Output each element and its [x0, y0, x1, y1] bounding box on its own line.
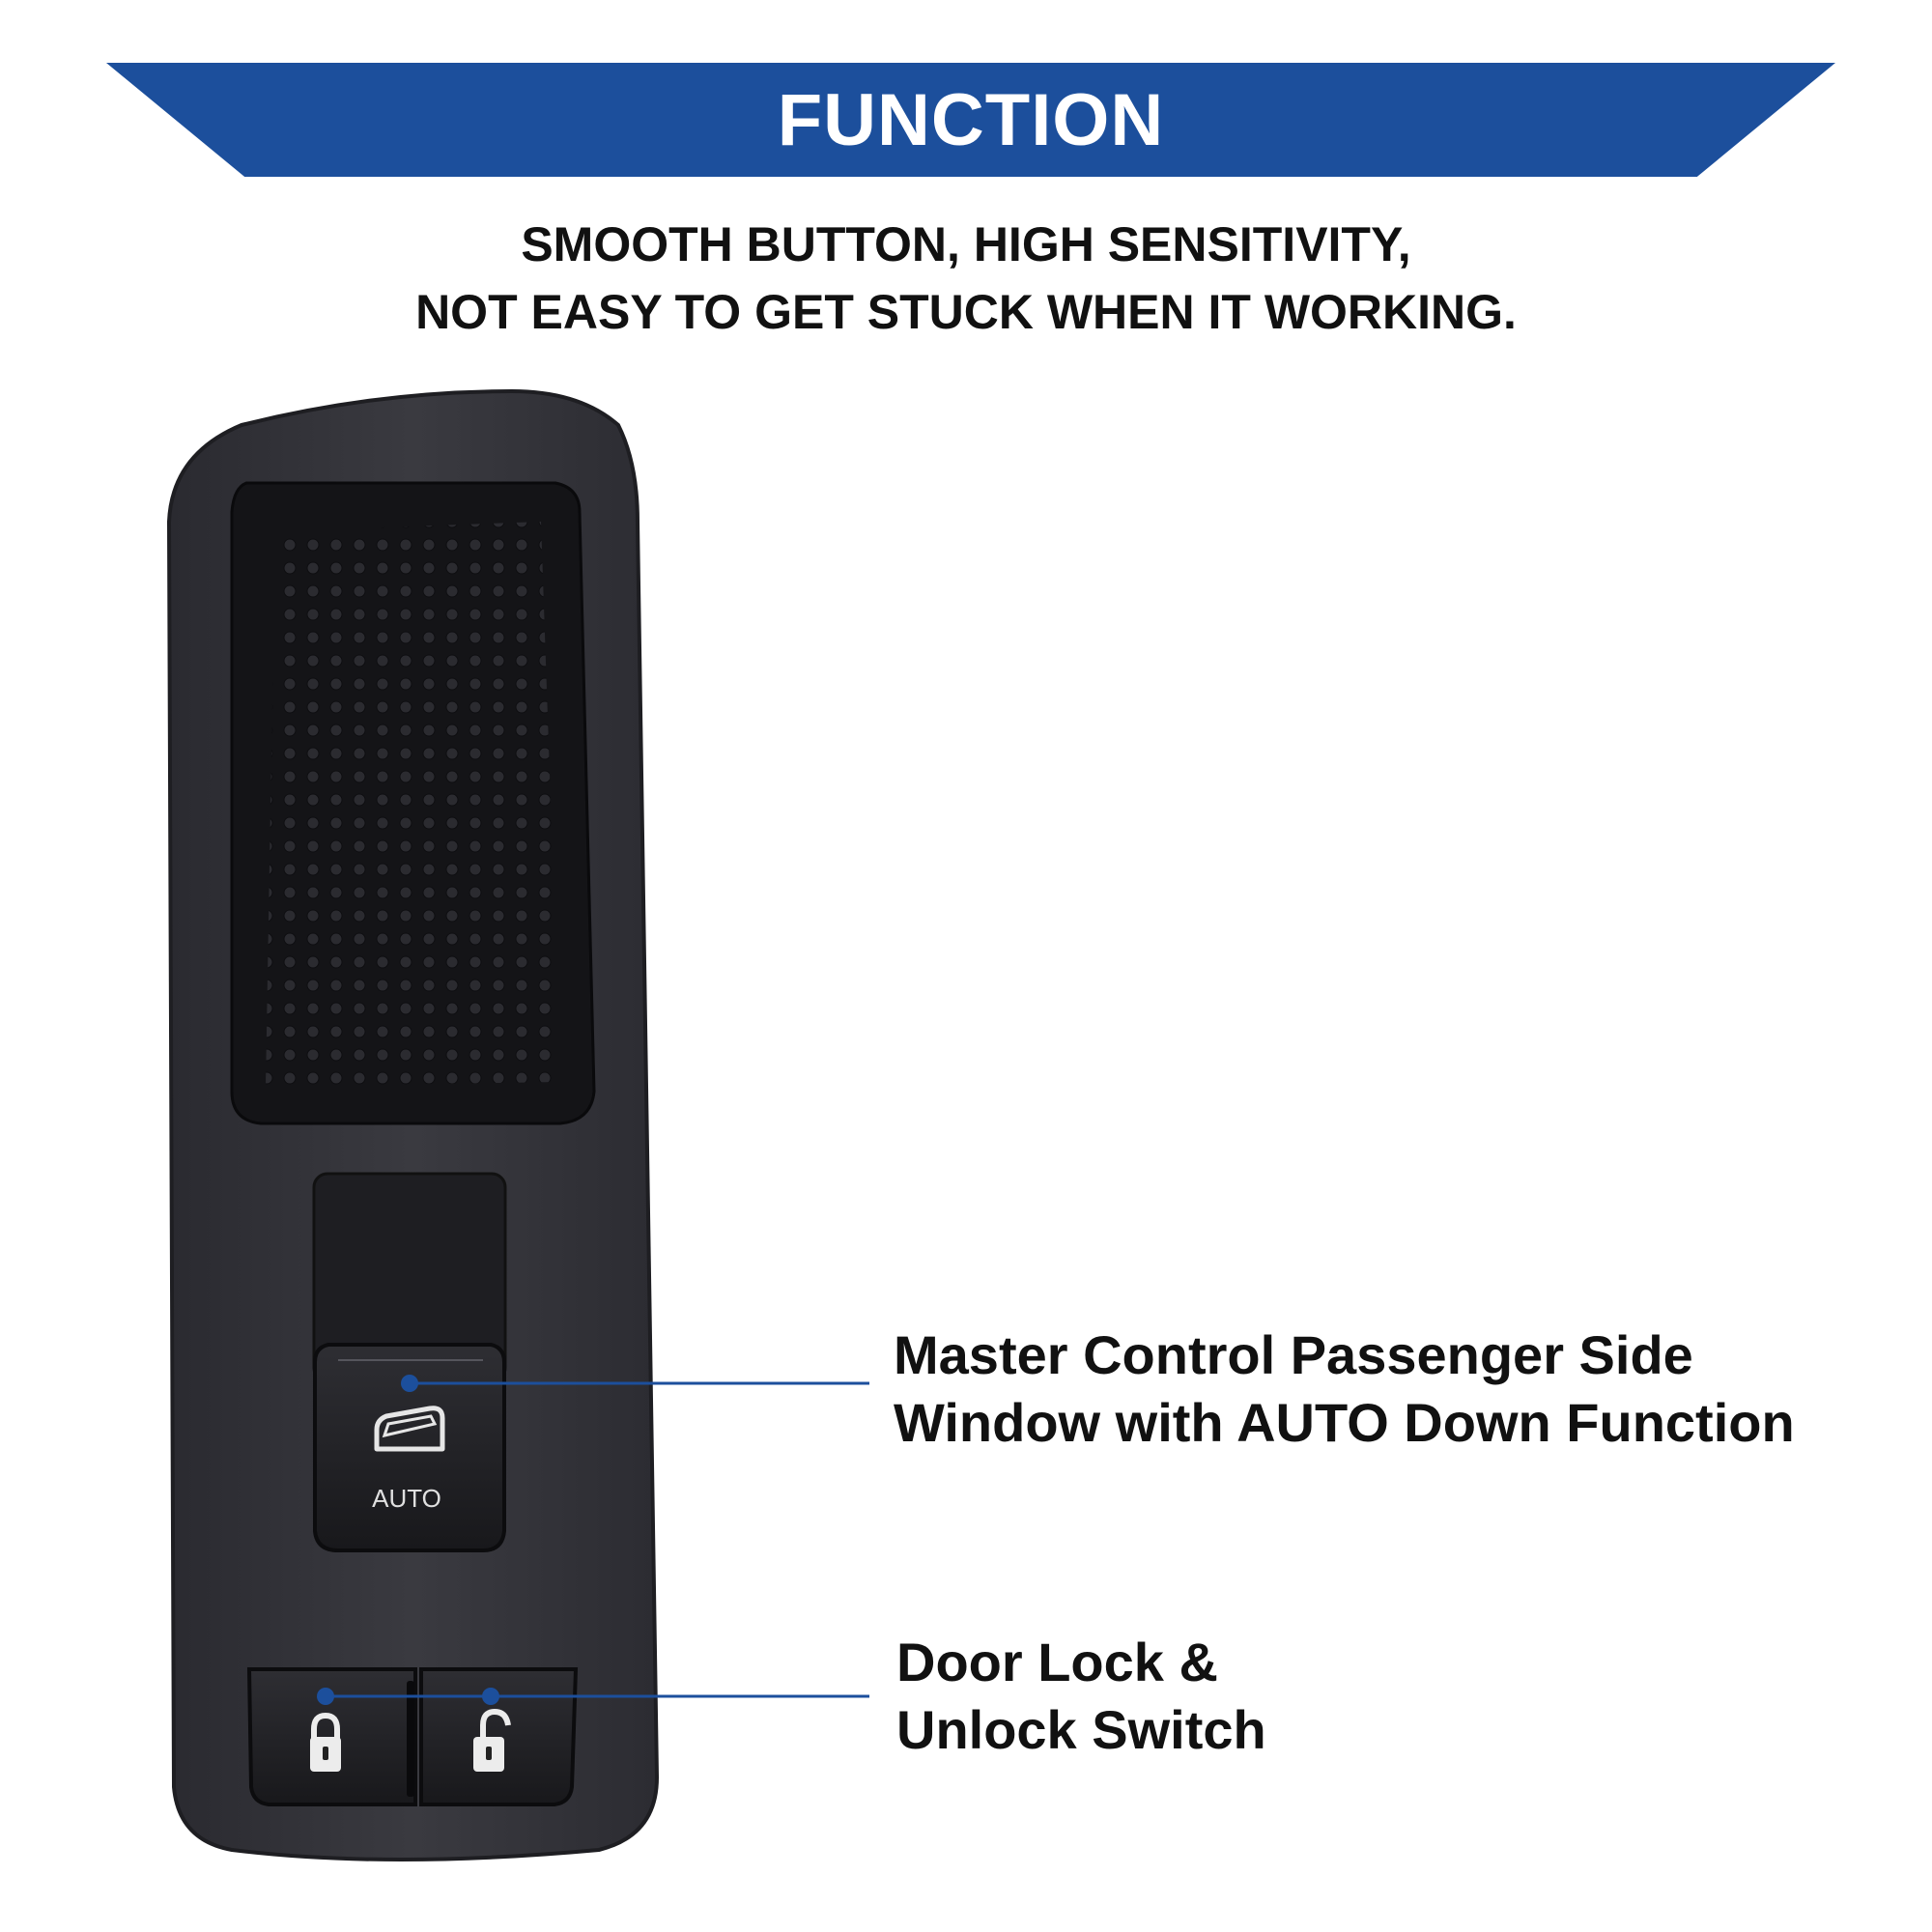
- lock-callout: Door Lock & Unlock Switch: [896, 1629, 1266, 1764]
- function-banner: FUNCTION: [106, 63, 1835, 177]
- subtitle: SMOOTH BUTTON, HIGH SENSITIVITY, NOT EAS…: [0, 211, 1932, 346]
- subtitle-line-1: SMOOTH BUTTON, HIGH SENSITIVITY,: [521, 217, 1411, 271]
- pocket-texture: [266, 522, 560, 1087]
- window-callout-line-1: Master Control Passenger Side: [894, 1324, 1693, 1385]
- lock-icon: [310, 1712, 341, 1772]
- button-divider: [407, 1681, 414, 1797]
- lock-callout-line-1: Door Lock &: [896, 1632, 1218, 1692]
- window-callout: Master Control Passenger Side Window wit…: [894, 1321, 1795, 1457]
- window-icon: [374, 1406, 445, 1452]
- unlock-icon: [473, 1708, 511, 1772]
- banner-title: FUNCTION: [777, 78, 1165, 161]
- lock-callout-line-2: Unlock Switch: [896, 1699, 1266, 1760]
- window-callout-connector: [401, 1375, 869, 1392]
- subtitle-line-2: NOT EASY TO GET STUCK WHEN IT WORKING.: [415, 285, 1517, 339]
- auto-label: AUTO: [372, 1484, 441, 1513]
- window-callout-line-2: Window with AUTO Down Function: [894, 1392, 1795, 1453]
- lock-callout-connector: [317, 1688, 869, 1705]
